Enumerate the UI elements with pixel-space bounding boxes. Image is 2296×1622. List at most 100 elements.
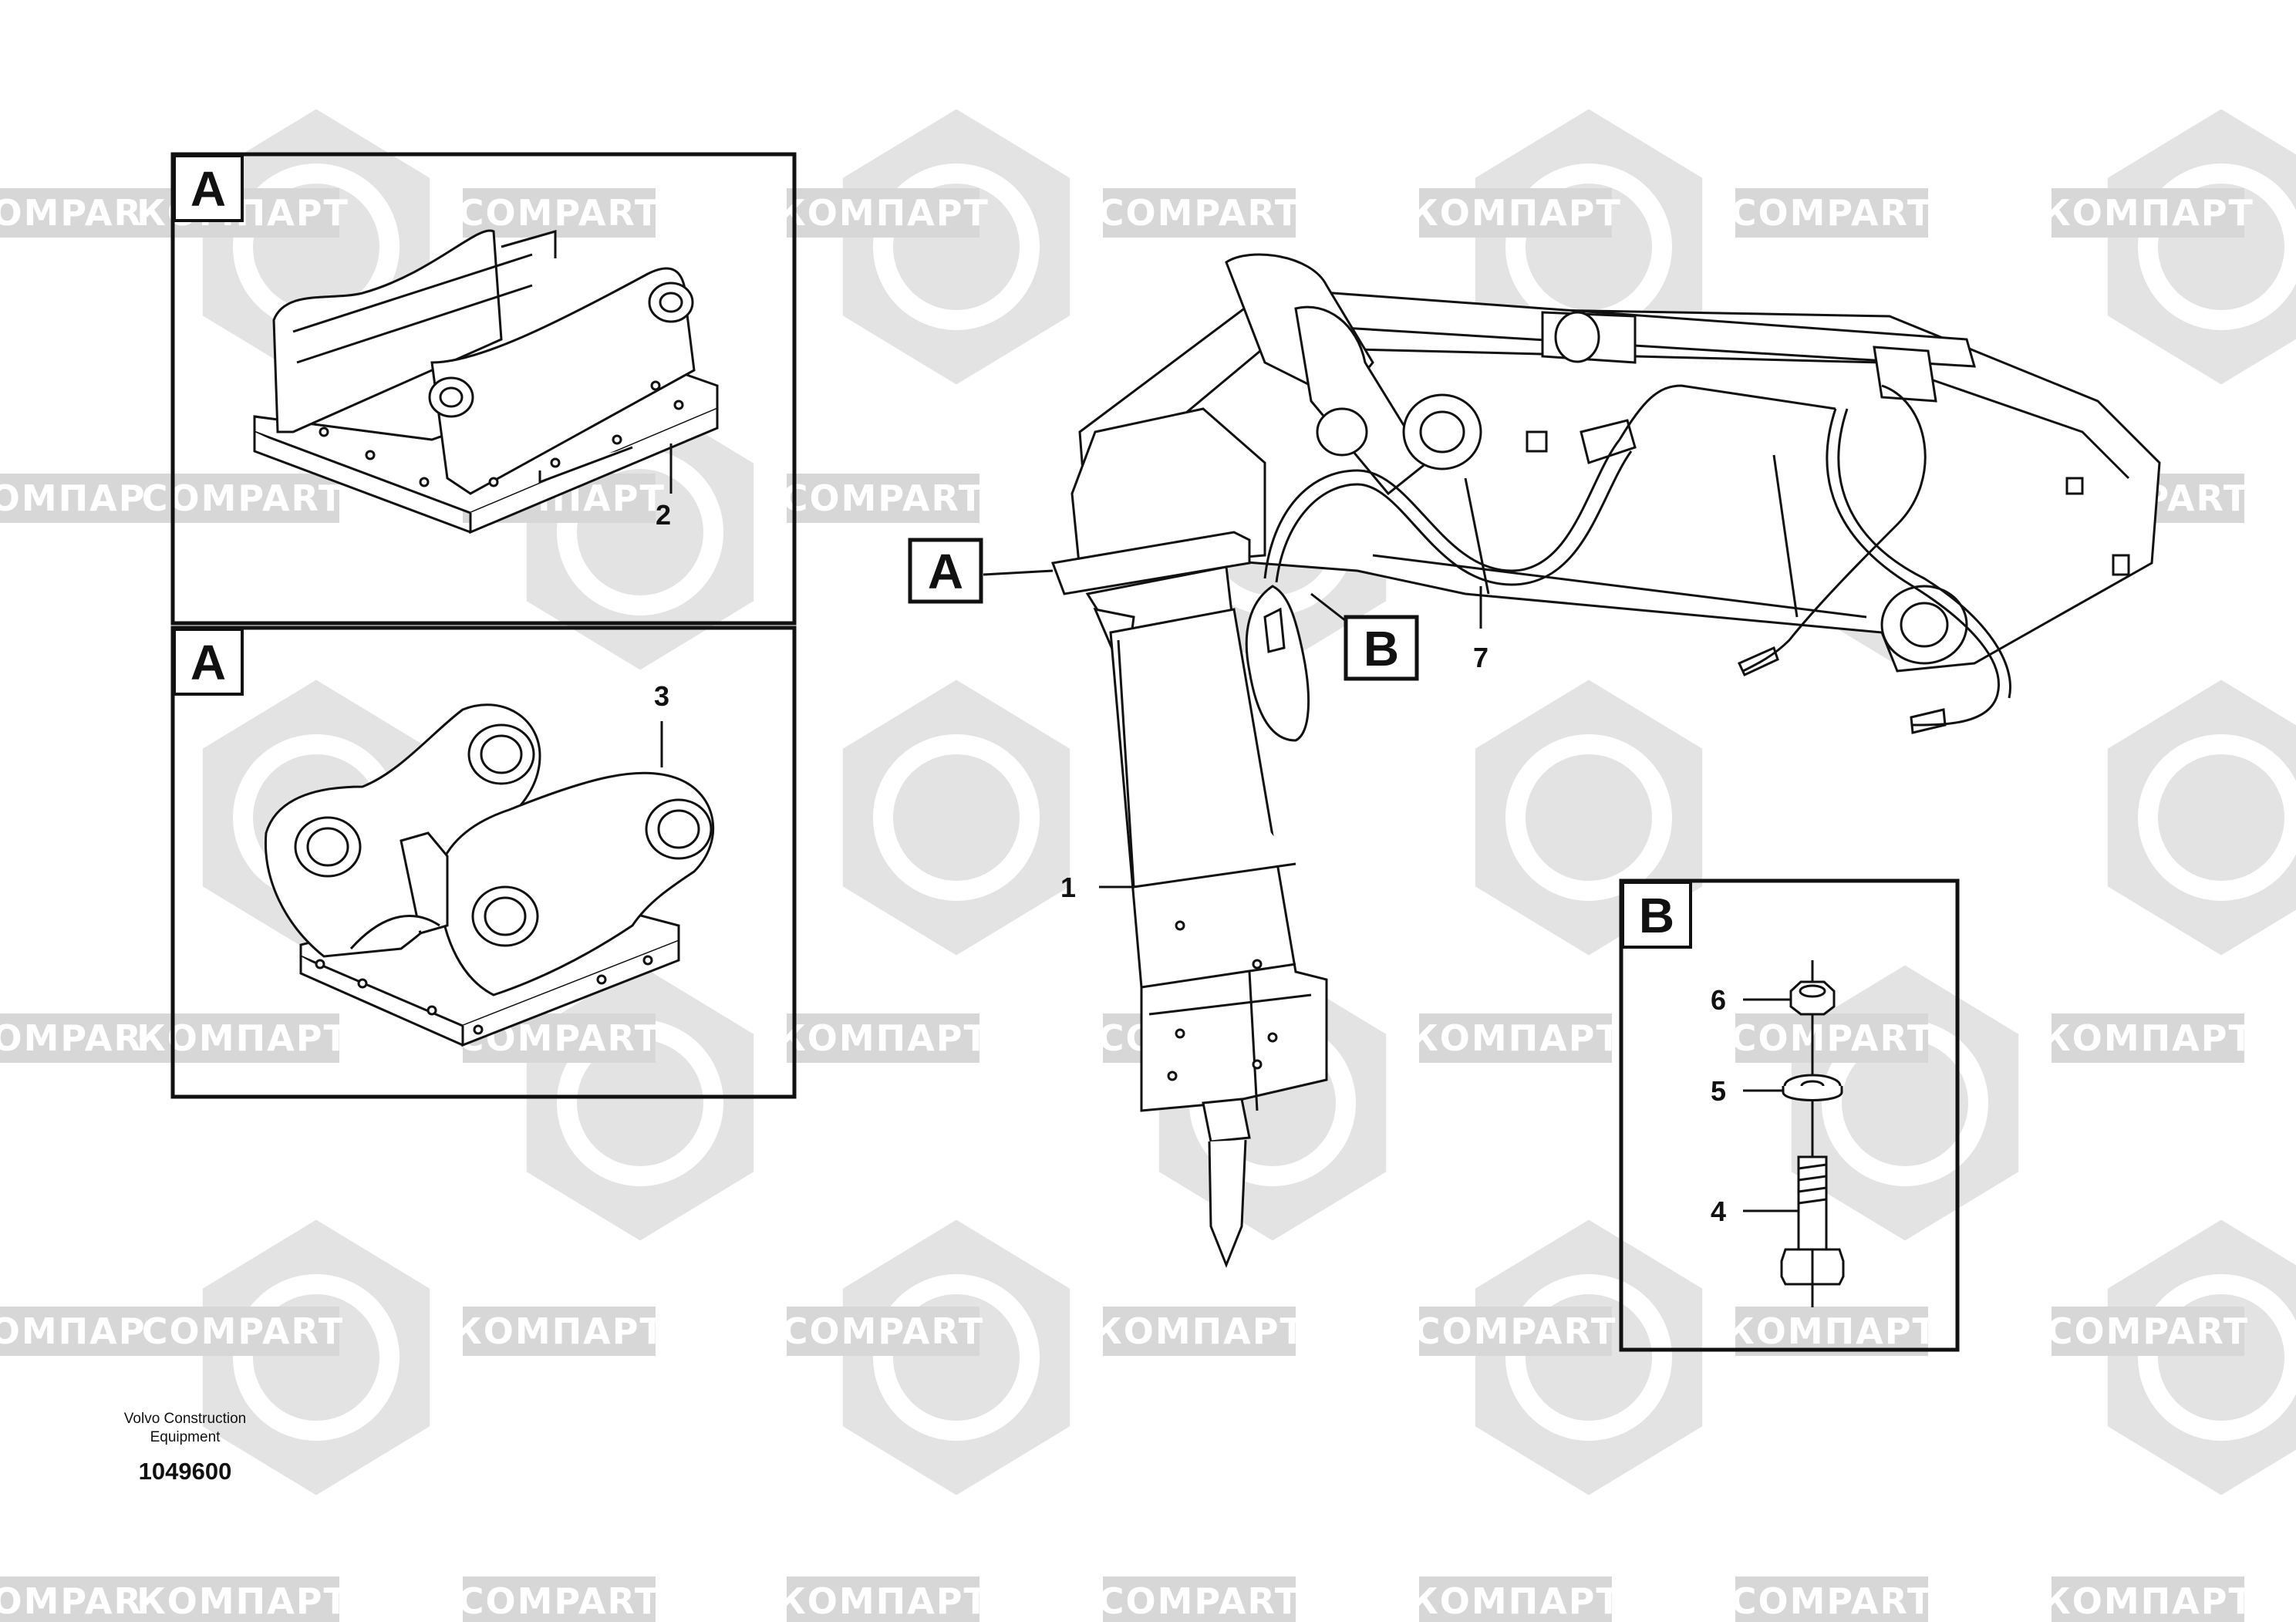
- watermark-text: КОМПАРТ: [1409, 192, 1622, 234]
- watermark-band: [787, 1013, 979, 1063]
- watermark-band: [2052, 188, 2244, 238]
- watermark-ring: [2138, 164, 2296, 330]
- watermark-band: [147, 1013, 339, 1063]
- hydraulic-hoses-drawing: [1263, 384, 2011, 734]
- watermark-band: [787, 1307, 979, 1356]
- callout-3: 3: [654, 680, 669, 712]
- watermark-text: КОМПАРТ: [777, 1580, 990, 1622]
- watermark-band: [1735, 1576, 1928, 1622]
- watermark-band: [2052, 1576, 2244, 1622]
- watermark-band: [1419, 1307, 1612, 1356]
- hydraulic-breaker-drawing: [1050, 531, 1328, 1269]
- watermark-band: [463, 1307, 656, 1356]
- watermark-text: COMPART: [142, 1310, 344, 1352]
- callout-7: 7: [1473, 642, 1489, 673]
- watermark-text: КОМПАРТ: [137, 1017, 349, 1059]
- watermark-hexagon: [202, 1219, 430, 1496]
- boom-arm-drawing: [1070, 253, 2161, 673]
- watermark-band: [463, 1576, 656, 1622]
- watermark-ring: [2138, 734, 2296, 901]
- watermark-hexagon: [842, 109, 1070, 385]
- manufacturer-name-line2: Equipment: [150, 1429, 221, 1445]
- detail-a-bottom-letter: A: [190, 635, 226, 690]
- watermark-text: КОМПАРТ: [777, 192, 990, 234]
- watermark-text: COMPART: [1098, 192, 1300, 234]
- watermark-text: КОМПАРТ: [2041, 1017, 2254, 1059]
- detail-a-top-view: A 2: [170, 152, 797, 626]
- watermark-text: COMPART: [458, 1580, 660, 1622]
- detail-a-top-letter: A: [190, 161, 226, 217]
- callout-5: 5: [1711, 1075, 1726, 1107]
- watermark-band: [0, 1576, 162, 1622]
- watermark-ring: [873, 1274, 1040, 1441]
- watermark-band: [1735, 188, 1928, 238]
- watermark-band: [1419, 1013, 1612, 1063]
- detail-a-bottom-view: A 3: [170, 626, 797, 1099]
- watermark-band: [463, 188, 656, 238]
- watermark-text: КОМПАРТ: [453, 1310, 666, 1352]
- watermark-ring: [873, 164, 1040, 330]
- watermark-text: COMPART: [782, 477, 984, 519]
- watermark-text: COMPART: [1731, 192, 1933, 234]
- watermark-band: [147, 474, 339, 523]
- watermark-hexagon: [842, 679, 1070, 956]
- watermark-text: КОМПАРТ: [777, 1017, 990, 1059]
- watermark-hexagon: [2107, 1219, 2296, 1496]
- watermark-band: [1419, 188, 1612, 238]
- drawing-number: 1049600: [138, 1458, 232, 1485]
- watermark-band: [0, 188, 162, 238]
- watermark-text: COMPART: [782, 1310, 984, 1352]
- watermark-ring: [1505, 1274, 1672, 1441]
- callout-4: 4: [1711, 1195, 1726, 1227]
- watermark-band: [2052, 1307, 2244, 1356]
- manufacturer-name-line1: Volvo Construction: [123, 1411, 247, 1427]
- watermark-text: COMPART: [142, 477, 344, 519]
- watermark-band: [1103, 1307, 1296, 1356]
- watermark-band: [147, 1576, 339, 1622]
- watermark-ring: [2138, 1274, 2296, 1441]
- watermark-band: [1419, 1576, 1612, 1622]
- watermark-hexagon: [2107, 109, 2296, 385]
- coupler-bracket-drawing: [264, 703, 715, 1047]
- watermark-text: COMPART: [1731, 1580, 1933, 1622]
- watermark-hexagon: [2107, 679, 2296, 956]
- watermark-text: КОМПАРТ: [137, 1580, 349, 1622]
- detail-a-reference-letter: A: [928, 544, 963, 599]
- watermark-band: [0, 1013, 162, 1063]
- watermark-band: [787, 188, 979, 238]
- watermark-text: КОМПАРТ: [1093, 1310, 1306, 1352]
- watermark-text: КОМПАРТ: [1409, 1017, 1622, 1059]
- fasteners-drawing: [1780, 960, 1845, 1307]
- callout-6: 6: [1711, 984, 1726, 1016]
- watermark-ring: [233, 1274, 400, 1441]
- watermark-text: КОМПАРТ: [0, 477, 172, 519]
- callout-2: 2: [656, 499, 671, 531]
- watermark-text: COMPART: [1098, 1580, 1300, 1622]
- watermark-text: COMPART: [0, 192, 167, 234]
- watermark-ring: [873, 734, 1040, 901]
- watermark-text: COMPART: [0, 1017, 167, 1059]
- watermark-text: КОМПАРТ: [1409, 1580, 1622, 1622]
- watermark-ring: [1505, 734, 1672, 901]
- watermark-text: COMPART: [458, 192, 660, 234]
- main-assembly-view: A B 1 7: [908, 253, 2161, 1269]
- watermark-text: COMPART: [1414, 1310, 1617, 1352]
- watermark-band: [787, 474, 979, 523]
- watermark-band: [2052, 1013, 2244, 1063]
- callout-1: 1: [1060, 872, 1076, 903]
- watermark-band: [787, 1576, 979, 1622]
- watermark-hexagon: [1475, 1219, 1703, 1496]
- watermark-text: КОМПАРТ: [2041, 192, 2254, 234]
- watermark-text: КОМПАРТ: [0, 1310, 172, 1352]
- detail-b-reference-letter: B: [1364, 621, 1399, 676]
- watermark-band: [1103, 1576, 1296, 1622]
- watermark-text: COMPART: [1731, 1017, 1933, 1059]
- watermark-band: [1735, 1307, 1928, 1356]
- watermark-band: [0, 474, 162, 523]
- watermark-text: COMPART: [0, 1580, 167, 1622]
- watermark-text: КОМПАРТ: [1725, 1310, 1938, 1352]
- watermark-band: [147, 1307, 339, 1356]
- watermark-hexagon: [842, 1219, 1070, 1496]
- detail-b-letter: B: [1639, 888, 1674, 943]
